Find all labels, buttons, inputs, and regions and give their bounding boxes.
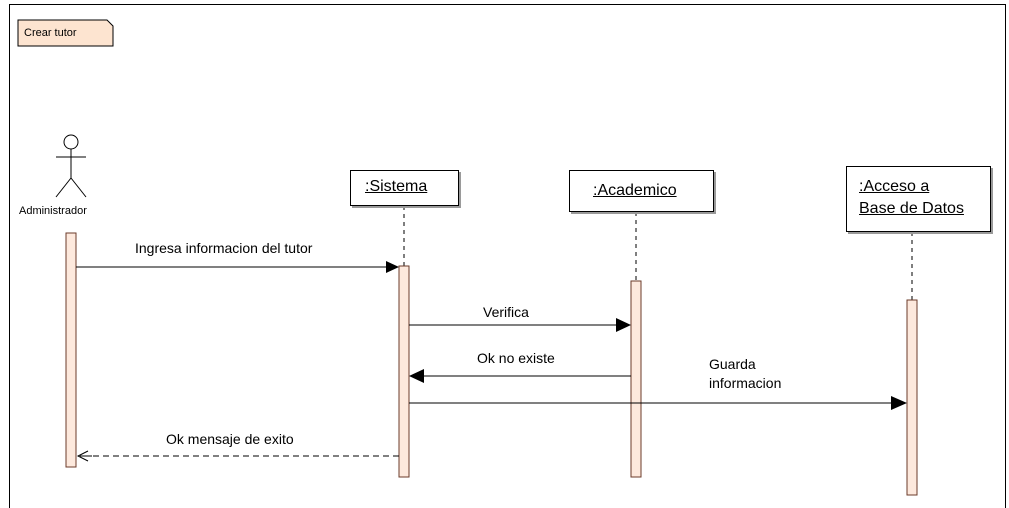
message-ok-mensaje-arrow: [76, 450, 399, 462]
message-guarda-label-line1: Guarda: [709, 356, 756, 372]
message-ok-mensaje-label: Ok mensaje de exito: [166, 431, 294, 447]
activation-academico: [630, 280, 642, 478]
message-ingresa-label: Ingresa informacion del tutor: [135, 240, 313, 256]
message-ok-no-existe-arrow: [409, 369, 631, 383]
frame-tag: [17, 19, 114, 47]
activation-sistema: [398, 265, 410, 478]
diagram-frame: [9, 4, 1006, 508]
lifeline-acceso-label-line2: Base de Datos: [859, 200, 964, 217]
lifeline-academico-label: :Academico: [593, 182, 677, 199]
activation-administrador: [65, 232, 77, 468]
message-guarda-arrow: [409, 396, 907, 410]
lifeline-acceso-box: [846, 166, 991, 232]
message-verifica-arrow: [409, 318, 631, 332]
actor-administrador-icon: [55, 134, 87, 198]
lifeline-acceso-label-line1: :Acceso a: [859, 178, 930, 195]
message-guarda-label-line2: informacion: [709, 375, 782, 391]
message-verifica-label: Verifica: [483, 304, 529, 320]
lifeline-sistema-label: :Sistema: [365, 178, 428, 195]
lifeline-sistema-box: [350, 170, 459, 206]
actor-label: Administrador: [19, 205, 87, 217]
message-ingresa-arrow: [76, 261, 399, 273]
lifeline-academico-box: [569, 170, 714, 212]
frame-title: Crear tutor: [24, 27, 77, 39]
activation-acceso: [906, 299, 918, 496]
message-ok-no-existe-label: Ok no existe: [477, 350, 555, 366]
